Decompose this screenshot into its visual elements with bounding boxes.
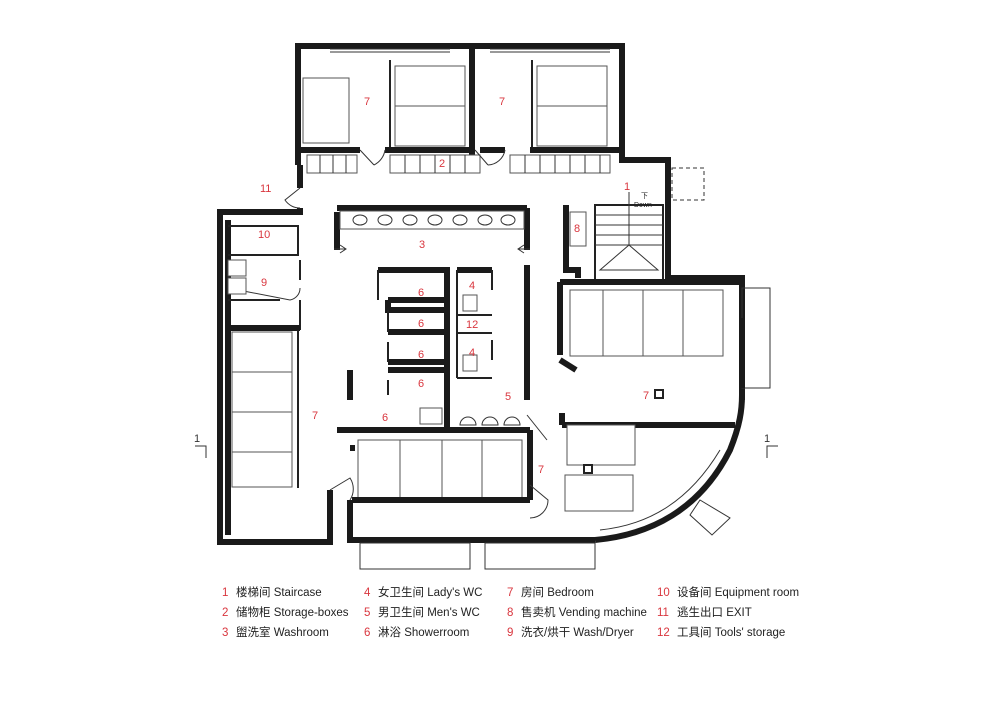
exit-canopy xyxy=(671,167,705,201)
section-markers: 1 1 xyxy=(194,433,778,458)
label-equipment: 10 xyxy=(258,229,270,241)
top-right-bedroom xyxy=(480,60,622,153)
door-swings xyxy=(227,149,506,301)
storage-boxes xyxy=(306,154,611,174)
label-bedroom-d: 7 xyxy=(643,390,649,402)
right-bedroom xyxy=(557,279,771,425)
left-bedroom xyxy=(228,325,354,522)
label-shower-d: 6 xyxy=(418,378,424,390)
section-mark-right: 1 xyxy=(764,433,770,445)
label-washroom: 3 xyxy=(419,239,425,251)
label-shower-b: 6 xyxy=(418,318,424,330)
label-bedroom-c: 7 xyxy=(312,410,318,422)
vending-machine xyxy=(563,205,587,278)
bottom-bedroom xyxy=(350,394,745,570)
room-labels: 1 2 3 4 4 5 6 6 6 6 6 7 7 7 7 7 8 9 10 1… xyxy=(258,96,649,476)
label-shower-c: 6 xyxy=(418,349,424,361)
left-service-rooms xyxy=(227,225,301,330)
exterior-walls xyxy=(217,43,745,545)
stair-down-cn: 下 xyxy=(641,192,648,200)
label-bedroom-b: 7 xyxy=(499,96,505,108)
label-bedroom-a: 7 xyxy=(364,96,370,108)
stair-down-en: Down xyxy=(634,202,652,209)
top-windows xyxy=(330,48,610,53)
label-tools: 12 xyxy=(466,319,478,331)
label-shower-a: 6 xyxy=(418,287,424,299)
label-bedroom-e: 7 xyxy=(538,464,544,476)
staircase xyxy=(594,192,664,284)
label-mens-wc: 5 xyxy=(505,391,511,403)
label-wash-dryer: 9 xyxy=(261,277,267,289)
label-staircase: 1 xyxy=(624,181,630,193)
label-storage: 2 xyxy=(439,158,445,170)
washroom-core xyxy=(334,205,548,441)
section-mark-left: 1 xyxy=(194,433,200,445)
label-shower-e: 6 xyxy=(382,412,388,424)
floor-plan: 1 1 下 Down 1 2 3 4 4 5 6 6 6 6 6 7 7 7 7… xyxy=(194,43,778,570)
top-left-bedroom xyxy=(298,60,475,153)
label-ladys-wc-b: 4 xyxy=(469,347,475,359)
label-vending: 8 xyxy=(574,223,580,235)
label-ladys-wc-a: 4 xyxy=(469,280,475,292)
label-exit: 11 xyxy=(260,183,271,195)
